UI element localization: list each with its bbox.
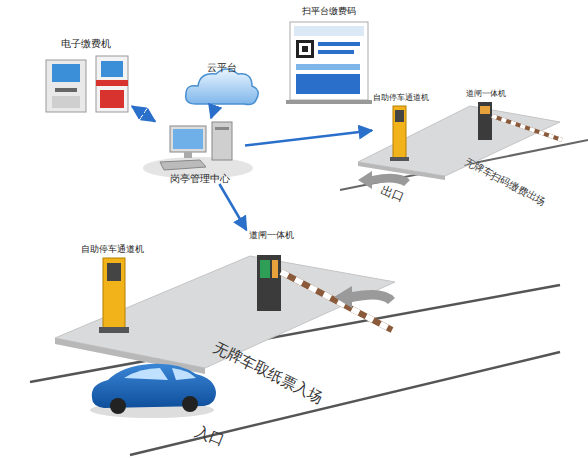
qr-banner: 扫平台缴费码	[283, 6, 375, 104]
flow-arrow	[211, 108, 214, 118]
barrier-gate: 道闸一体机	[240, 230, 302, 314]
node-label: 自助停车通道机	[81, 244, 144, 255]
payment-kiosk	[101, 61, 123, 77]
barrier-gate	[478, 102, 562, 140]
payment-kiosk	[96, 80, 128, 86]
yellow-kiosk	[99, 258, 129, 333]
flow-arrow	[219, 184, 246, 230]
node-label: 电子缴费机	[61, 38, 111, 49]
qr-banner	[286, 100, 372, 104]
qr-banner	[318, 42, 360, 46]
turn-arrow	[334, 171, 410, 308]
barrier-gate	[260, 260, 270, 278]
exit-platform	[358, 106, 560, 180]
payment-kiosk	[52, 64, 80, 82]
road-text: 无牌车扫码缴费出场	[462, 155, 548, 210]
payment-kiosk	[46, 60, 86, 112]
computer-icon	[160, 160, 206, 170]
flow-arrow	[132, 106, 155, 121]
yellow-kiosk	[390, 106, 409, 161]
node-label: 自助停车通道机	[373, 92, 429, 103]
barrier-gate	[492, 116, 562, 140]
car	[182, 396, 198, 412]
yellow-kiosk	[390, 157, 409, 161]
barrier-gate: 道闸一体机	[462, 88, 510, 144]
node-label: 道闸一体机	[249, 230, 294, 241]
computer-icon	[170, 126, 206, 152]
road-line	[30, 140, 588, 455]
node-label: 道闸一体机	[466, 88, 506, 99]
cloud-icon	[186, 69, 259, 105]
payment-kiosk	[55, 88, 77, 92]
qr-banner	[296, 40, 314, 58]
payment-kiosk	[46, 56, 128, 112]
yellow-kiosk	[393, 106, 406, 158]
self-service-kiosk: 自助停车通道机	[372, 92, 430, 162]
barrier-gate	[478, 102, 492, 140]
barrier-gate	[492, 116, 562, 140]
payment-machine: 电子缴费机	[40, 38, 132, 114]
payment-kiosk	[52, 96, 80, 108]
computer-icon	[143, 122, 253, 179]
node-label: 扫平台缴费码	[302, 6, 356, 17]
payment-kiosk	[96, 56, 128, 112]
yellow-kiosk	[107, 263, 121, 281]
barrier-gate	[257, 255, 281, 311]
barrier-gate	[281, 272, 392, 330]
barrier-gate	[272, 260, 278, 278]
direction-text: 出口	[378, 182, 407, 207]
qr-banner	[296, 64, 360, 70]
management-center: 岗亭管理中心	[155, 118, 245, 184]
cloud-icon	[186, 69, 259, 105]
barrier-gate	[281, 272, 392, 330]
yellow-kiosk	[99, 327, 129, 333]
qr-banner	[318, 50, 354, 54]
yellow-kiosk	[103, 258, 125, 328]
qr-banner	[299, 43, 311, 55]
road-text: 无牌车取纸票入场	[210, 338, 326, 408]
flow-arrow	[245, 131, 372, 146]
car	[90, 364, 216, 418]
qr-banner	[286, 22, 372, 104]
node-label: 云平台	[207, 62, 237, 73]
direction-text: 入口	[193, 422, 228, 451]
computer-icon	[212, 122, 232, 160]
computer-icon	[215, 127, 229, 130]
computer-icon	[184, 152, 192, 158]
cloud-platform: 云平台	[184, 62, 260, 108]
self-service-kiosk: 自助停车通道机	[72, 244, 152, 334]
qr-banner	[294, 26, 364, 36]
car	[110, 398, 126, 414]
yellow-kiosk	[395, 110, 404, 122]
car	[124, 368, 168, 380]
qr-banner	[290, 22, 368, 100]
payment-kiosk	[100, 90, 124, 108]
car	[172, 368, 196, 380]
exit-platform	[358, 106, 560, 176]
computer-icon	[173, 129, 203, 149]
turn-arrow	[334, 286, 395, 308]
node-label: 岗亭管理中心	[170, 173, 230, 184]
qr-banner	[296, 74, 360, 94]
qr-banner	[302, 46, 308, 52]
barrier-gate	[480, 106, 490, 114]
